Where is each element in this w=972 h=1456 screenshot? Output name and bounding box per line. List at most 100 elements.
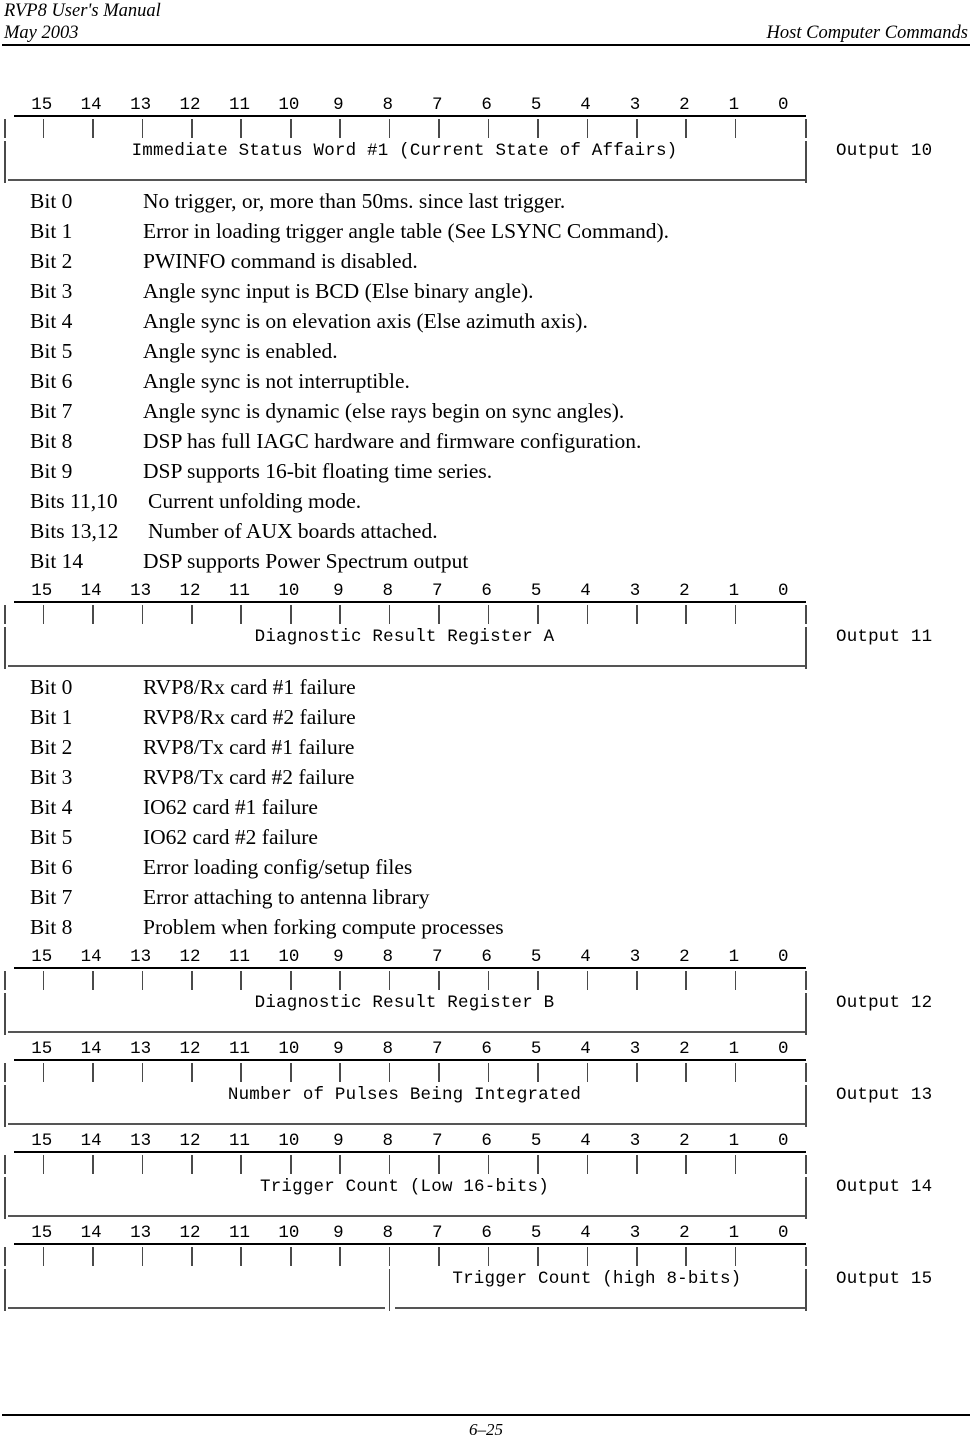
bit-tick [635,1063,638,1082]
bit-number: 4 [580,581,591,601]
bit-label: Bit 5 [30,825,73,849]
bit-number: 1 [728,947,740,967]
register-underline [8,1215,805,1217]
bit-label: Bit 1 [30,705,73,729]
bit-description: IO62 card #2 failure [143,825,318,849]
bit-label: Bit 6 [30,855,73,879]
register-top-rule [14,1243,806,1245]
bit-description: Angle sync is dynamic (else rays begin o… [143,399,625,423]
bit-tick [537,1247,539,1266]
register-underline-right [394,1307,805,1309]
bit-label: Bit 8 [30,429,73,453]
bit-tick [141,119,144,138]
header-rule [2,44,970,46]
bit-tick [141,1155,144,1174]
bit-tick [388,1247,391,1266]
register-title-row: Trigger Count (Low 16-bits)Output 14 [0,1176,972,1202]
bit-number: 12 [179,1039,201,1059]
bit-description: PWINFO command is disabled. [143,249,418,273]
bit-tick [685,1155,687,1174]
bit-tick [487,119,490,138]
bit-tick [92,605,94,624]
bit-label: Bit 6 [30,369,73,393]
register-underline [8,1031,805,1033]
register-bottom-row [0,1290,972,1314]
bit-tick [438,1063,440,1082]
register-left-border-bottom [4,1290,6,1311]
page-header: RVP8 User's Manual May 2003 Host Compute… [0,0,972,44]
register-output-label: Output 15 [836,1269,933,1289]
register-field-divider [388,1269,391,1291]
header-left-block: RVP8 User's Manual May 2003 [4,0,161,44]
bit-number: 1 [728,1131,740,1151]
bit-number: 15 [31,95,53,115]
register-bottom-row [0,1198,972,1222]
bit-tick [487,1155,490,1174]
bit-tick [586,971,589,990]
register-left-border [4,993,6,1015]
bit-tick [289,971,292,990]
register-top-rule [14,1151,806,1153]
register-left-border [4,1269,6,1291]
bit-tick [42,1155,45,1174]
register-output-label: Output 13 [836,1085,933,1105]
bit-number: 9 [333,1039,344,1059]
bit-tick [42,971,45,990]
bit-tick [537,971,539,990]
bit-description: DSP supports 16-bit floating time series… [143,459,493,483]
register-underline [8,665,805,667]
bit-tick [92,1247,94,1266]
bit-tick [734,119,737,138]
bit-number: 10 [278,1131,300,1151]
bit-tick [240,1063,243,1082]
bit-description: Error in loading trigger angle table (Se… [143,219,670,243]
bit-number: 15 [31,947,53,967]
bit-number: 11 [228,947,250,967]
register-right-border-bottom [805,1198,807,1219]
bit-label: Bit 4 [30,309,73,333]
bit-number: 12 [179,1223,201,1243]
bit-tick [92,1063,94,1082]
bit-number: 15 [31,1039,53,1059]
bit-number: 8 [382,1223,394,1243]
bit-tick [734,605,737,624]
bit-tick [92,971,94,990]
register-title-row: Trigger Count (high 8-bits) Output 15 [0,1268,972,1294]
bit-number: 5 [530,947,542,967]
bit-number: 5 [530,95,542,115]
bit-tick [388,1155,391,1174]
register-right-border [805,141,807,163]
register-name: Trigger Count (high 8-bits) [452,1269,742,1289]
footer-rule [2,1414,970,1416]
manual-title: RVP8 User's Manual [4,1,161,21]
bit-label: Bit 0 [30,189,73,213]
bit-tick [240,971,243,990]
bit-number: 3 [629,95,641,115]
bit-tick [339,605,341,624]
bit-tick [191,971,193,990]
register-right-border-bottom [805,1014,807,1035]
bit-tick [388,119,391,138]
bit-description: IO62 card #1 failure [143,795,318,819]
bit-number: 13 [130,95,152,115]
bit-tick [537,1063,539,1082]
bit-number: 9 [333,947,344,967]
bit-number: 3 [629,1039,641,1059]
page-number: 6–25 [469,1420,503,1439]
bit-number: 2 [679,95,690,115]
register-name: Trigger Count (Low 16-bits) [260,1177,549,1197]
